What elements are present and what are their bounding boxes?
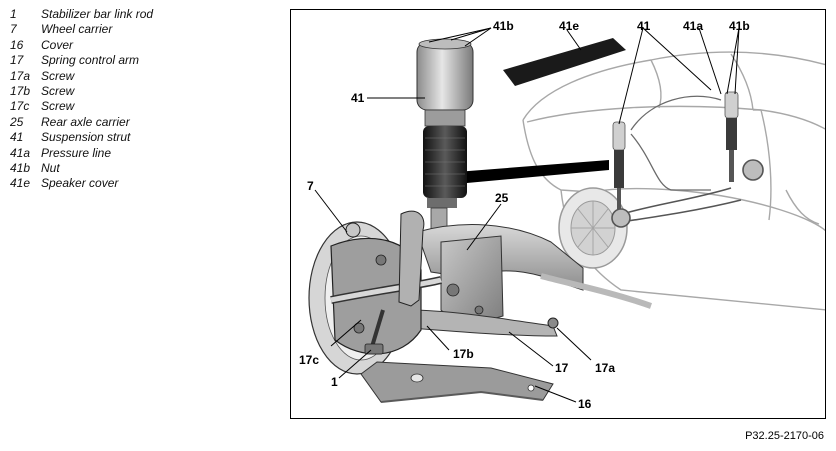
legend-key: 17b (10, 84, 31, 99)
car-rear-axle (611, 159, 764, 228)
legend-label: Nut (41, 161, 60, 176)
callout-17a: 17a (595, 361, 615, 375)
cover (360, 361, 554, 403)
legend-key: 41 (10, 130, 24, 145)
car-strut-front (612, 121, 626, 218)
legend-label: Wheel carrier (41, 22, 113, 37)
legend-key: 17 (10, 53, 24, 68)
legend-key: 41b (10, 161, 31, 176)
legend-row: 41e Speaker cover (10, 176, 280, 191)
legend-label: Suspension strut (41, 130, 131, 145)
legend-row: 41 Suspension strut (10, 130, 280, 145)
legend-row: 41a Pressure line (10, 146, 280, 161)
callout-wedge (456, 160, 609, 184)
callout-7: 7 (307, 179, 314, 193)
leader-lines (314, 27, 740, 403)
legend-label: Screw (41, 84, 75, 99)
callout-41e: 41e (559, 19, 579, 33)
speaker-cover (503, 38, 626, 86)
car-wheel (558, 187, 628, 269)
callout-17b: 17b (453, 347, 474, 361)
legend-row: 41b Nut (10, 161, 280, 176)
legend-label: Spring control arm (41, 53, 140, 68)
strut-lower-mount (398, 210, 425, 307)
rear-axle-carrier (416, 224, 652, 329)
legend-label: Pressure line (41, 145, 112, 160)
callout-41-car: 41 (637, 19, 651, 33)
legend-label: Speaker cover (41, 176, 119, 191)
wheel-carrier (308, 221, 442, 375)
legend-key: 7 (10, 22, 17, 37)
pressure-line (630, 95, 722, 191)
callout-16: 16 (578, 397, 592, 411)
legend-label: Stabilizer bar link rod (41, 7, 154, 21)
callout-25: 25 (495, 191, 509, 205)
callout-17c: 17c (299, 353, 319, 367)
suspension-diagram: 41b 41e 41 41a 41b 41 7 25 17c 17b 17 17… (299, 19, 825, 411)
legend-row: 17a Screw (10, 69, 280, 84)
legend-row: 17 Spring control arm (10, 53, 280, 68)
legend-row: 16 Cover (10, 38, 280, 53)
screw-17a-icon (547, 317, 559, 329)
legend-row: 25 Rear axle carrier (10, 115, 280, 130)
spring-control-arm (408, 309, 558, 337)
legend-label: Screw (41, 68, 75, 83)
car-strut-rear (724, 91, 739, 182)
callout-41a: 41a (683, 19, 703, 33)
legend-row: 1 Stabilizer bar link rod (10, 7, 280, 22)
callout-17: 17 (555, 361, 569, 375)
legend-key: 41e (10, 176, 31, 191)
legend-row: 17b Screw (10, 84, 280, 99)
legend-row: 7 Wheel carrier (10, 22, 280, 37)
legend-label: Rear axle carrier (41, 114, 130, 129)
legend-key: 25 (10, 114, 24, 129)
legend-key: 17c (10, 99, 30, 114)
legend-key: 16 (10, 37, 24, 52)
legend-key: 17a (10, 68, 31, 83)
legend-label: Screw (41, 99, 75, 114)
legend-key: 1 (10, 7, 17, 21)
callout-41-strut: 41 (351, 91, 365, 105)
legend-label: Cover (41, 37, 74, 52)
callout-1: 1 (331, 375, 338, 389)
figure-code: P32.25-2170-06 (745, 430, 824, 442)
air-spring (416, 38, 474, 231)
callout-41b-top: 41b (493, 19, 514, 33)
legend-key: 41a (10, 145, 31, 160)
legend-row: 17c Screw (10, 99, 280, 114)
diagram-frame: 41b 41e 41 41a 41b 41 7 25 17c 17b 17 17… (290, 9, 826, 419)
callout-41b-car: 41b (729, 19, 750, 33)
